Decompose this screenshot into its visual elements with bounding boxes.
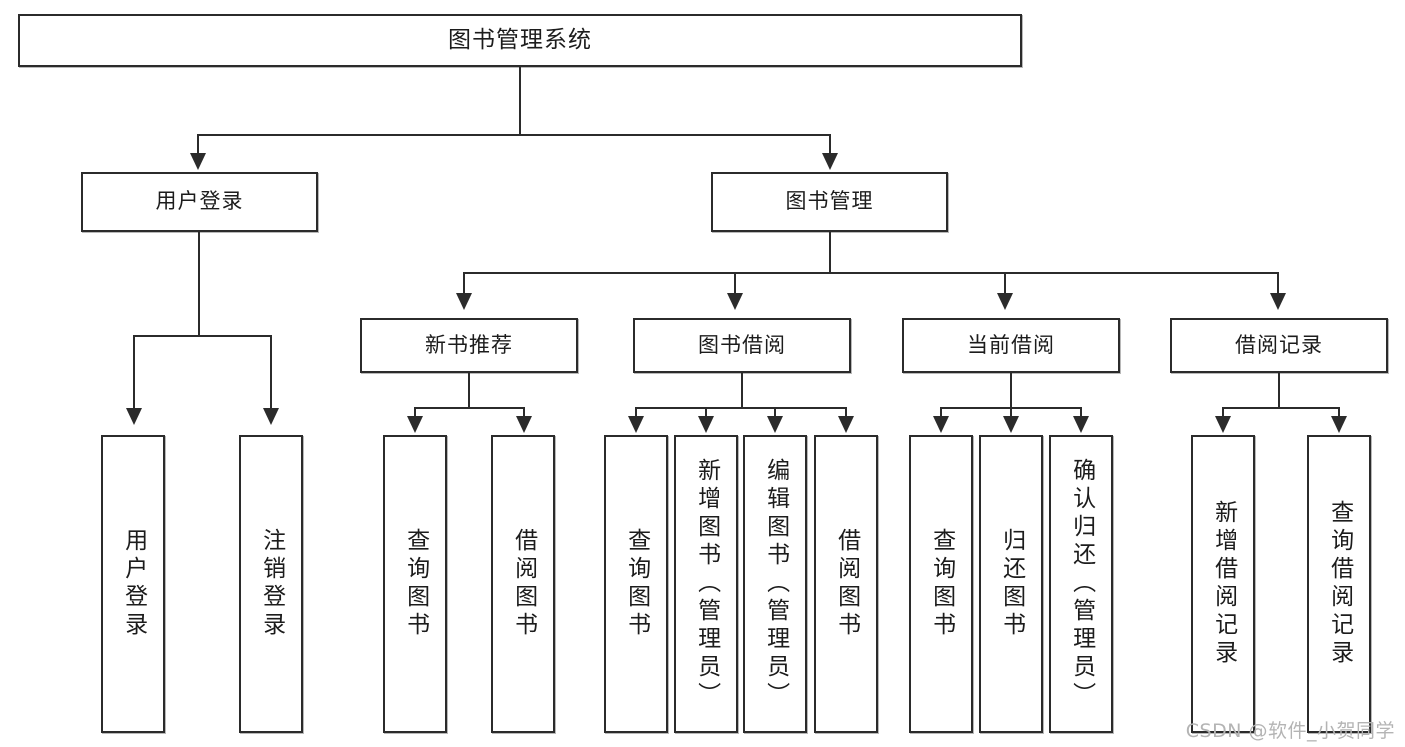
node-label: 查询图书 bbox=[623, 528, 650, 640]
connector-newbook-to-leaf-1 bbox=[414, 407, 416, 419]
arrowhead-root-to-books bbox=[822, 153, 838, 170]
connector-books-bar bbox=[463, 272, 1277, 274]
arrowhead-books-to-l3-4 bbox=[1270, 293, 1286, 310]
connector-books-to-l3-3 bbox=[1004, 272, 1006, 296]
connector-books-to-l3-1 bbox=[463, 272, 465, 296]
node-label: 当前借阅 bbox=[967, 332, 1055, 357]
node-label: 查询图书 bbox=[928, 528, 955, 640]
connector-borrow-to-leaf-2 bbox=[705, 407, 707, 419]
node-label: 归还图书 bbox=[998, 528, 1025, 640]
node-label: 查询图书 bbox=[402, 528, 429, 640]
leaf-borrow-query-book[interactable]: 查询图书 bbox=[604, 435, 668, 733]
node-label: 新增图书（管理员） bbox=[693, 458, 720, 710]
connector-borrow-to-leaf-3 bbox=[774, 407, 776, 419]
arrowhead-borrow-to-leaf-1 bbox=[628, 416, 644, 433]
connector-login-to-leaf-1 bbox=[133, 335, 135, 411]
arrowhead-borrow-to-leaf-2 bbox=[698, 416, 714, 433]
node-label: 借阅图书 bbox=[510, 528, 537, 640]
leaf-current-query-book[interactable]: 查询图书 bbox=[909, 435, 973, 733]
connector-root-to-login bbox=[197, 134, 199, 157]
node-borrow-record[interactable]: 借阅记录 bbox=[1170, 318, 1388, 373]
leaf-current-confirm-return-admin[interactable]: 确认归还（管理员） bbox=[1049, 435, 1113, 733]
connector-borrow-stem bbox=[741, 373, 743, 409]
connector-borrow-bar bbox=[635, 407, 847, 409]
arrowhead-record-to-leaf-2 bbox=[1331, 416, 1347, 433]
leaf-borrow-borrow-book[interactable]: 借阅图书 bbox=[814, 435, 878, 733]
connector-newbook-bar bbox=[414, 407, 525, 409]
node-current-borrow[interactable]: 当前借阅 bbox=[902, 318, 1120, 373]
leaf-record-add-record[interactable]: 新增借阅记录 bbox=[1191, 435, 1255, 733]
arrowhead-login-to-leaf-1 bbox=[126, 408, 142, 425]
connector-current-to-leaf-1 bbox=[940, 407, 942, 419]
connector-login-to-leaf-2 bbox=[270, 335, 272, 411]
connector-root-to-books bbox=[829, 134, 831, 157]
connector-login-bar bbox=[133, 335, 272, 337]
connector-record-bar bbox=[1222, 407, 1340, 409]
leaf-newbook-query-book[interactable]: 查询图书 bbox=[383, 435, 447, 733]
connector-root-bar bbox=[197, 134, 831, 136]
connector-borrow-to-leaf-4 bbox=[845, 407, 847, 419]
connector-current-to-leaf-2 bbox=[1010, 407, 1012, 419]
connector-books-stem bbox=[829, 232, 831, 274]
connector-current-to-leaf-3 bbox=[1080, 407, 1082, 419]
arrowhead-newbook-to-leaf-2 bbox=[516, 416, 532, 433]
arrowhead-books-to-l3-3 bbox=[997, 293, 1013, 310]
leaf-record-query-record[interactable]: 查询借阅记录 bbox=[1307, 435, 1371, 733]
arrowhead-books-to-l3-2 bbox=[727, 293, 743, 310]
node-label: 注销登录 bbox=[258, 528, 285, 640]
node-label: 确认归还（管理员） bbox=[1068, 458, 1095, 710]
node-user-login[interactable]: 用户登录 bbox=[81, 172, 318, 232]
arrowhead-borrow-to-leaf-4 bbox=[838, 416, 854, 433]
arrowhead-borrow-to-leaf-3 bbox=[767, 416, 783, 433]
connector-newbook-stem bbox=[468, 373, 470, 409]
connector-root-stem bbox=[519, 67, 521, 135]
arrowhead-current-to-leaf-3 bbox=[1073, 416, 1089, 433]
connector-record-to-leaf-1 bbox=[1222, 407, 1224, 419]
node-label: 借阅图书 bbox=[833, 528, 860, 640]
node-label: 用户登录 bbox=[155, 189, 244, 214]
arrowhead-books-to-l3-1 bbox=[456, 293, 472, 310]
node-new-book-recommend[interactable]: 新书推荐 bbox=[360, 318, 578, 373]
arrowhead-login-to-leaf-2 bbox=[263, 408, 279, 425]
connector-newbook-to-leaf-2 bbox=[523, 407, 525, 419]
arrowhead-newbook-to-leaf-1 bbox=[407, 416, 423, 433]
node-label: 新书推荐 bbox=[425, 332, 513, 357]
leaf-borrow-edit-book-admin[interactable]: 编辑图书（管理员） bbox=[743, 435, 807, 733]
connector-books-to-l3-4 bbox=[1277, 272, 1279, 296]
connector-borrow-to-leaf-1 bbox=[635, 407, 637, 419]
node-label: 查询借阅记录 bbox=[1326, 500, 1353, 668]
leaf-logout[interactable]: 注销登录 bbox=[239, 435, 303, 733]
node-label: 用户登录 bbox=[120, 528, 147, 640]
node-book-management[interactable]: 图书管理 bbox=[711, 172, 948, 232]
leaf-borrow-add-book-admin[interactable]: 新增图书（管理员） bbox=[674, 435, 738, 733]
node-label: 图书管理 bbox=[785, 189, 874, 214]
node-root-system[interactable]: 图书管理系统 bbox=[18, 14, 1022, 67]
node-book-borrow[interactable]: 图书借阅 bbox=[633, 318, 851, 373]
arrowhead-current-to-leaf-2 bbox=[1003, 416, 1019, 433]
node-label: 新增借阅记录 bbox=[1210, 500, 1237, 668]
connector-record-stem bbox=[1278, 373, 1280, 409]
csdn-watermark: CSDN @软件_小贺同学 bbox=[1185, 720, 1395, 742]
leaf-newbook-borrow-book[interactable]: 借阅图书 bbox=[491, 435, 555, 733]
arrowhead-record-to-leaf-1 bbox=[1215, 416, 1231, 433]
connector-login-stem bbox=[198, 232, 200, 336]
connector-record-to-leaf-2 bbox=[1338, 407, 1340, 419]
node-label: 编辑图书（管理员） bbox=[762, 458, 789, 710]
arrowhead-root-to-login bbox=[190, 153, 206, 170]
leaf-user-login[interactable]: 用户登录 bbox=[101, 435, 165, 733]
node-label: 借阅记录 bbox=[1235, 332, 1323, 357]
connector-books-to-l3-2 bbox=[734, 272, 736, 296]
arrowhead-current-to-leaf-1 bbox=[933, 416, 949, 433]
node-label: 图书管理系统 bbox=[448, 26, 592, 53]
leaf-current-return-book[interactable]: 归还图书 bbox=[979, 435, 1043, 733]
node-label: 图书借阅 bbox=[698, 332, 786, 357]
connector-current-stem bbox=[1010, 373, 1012, 409]
